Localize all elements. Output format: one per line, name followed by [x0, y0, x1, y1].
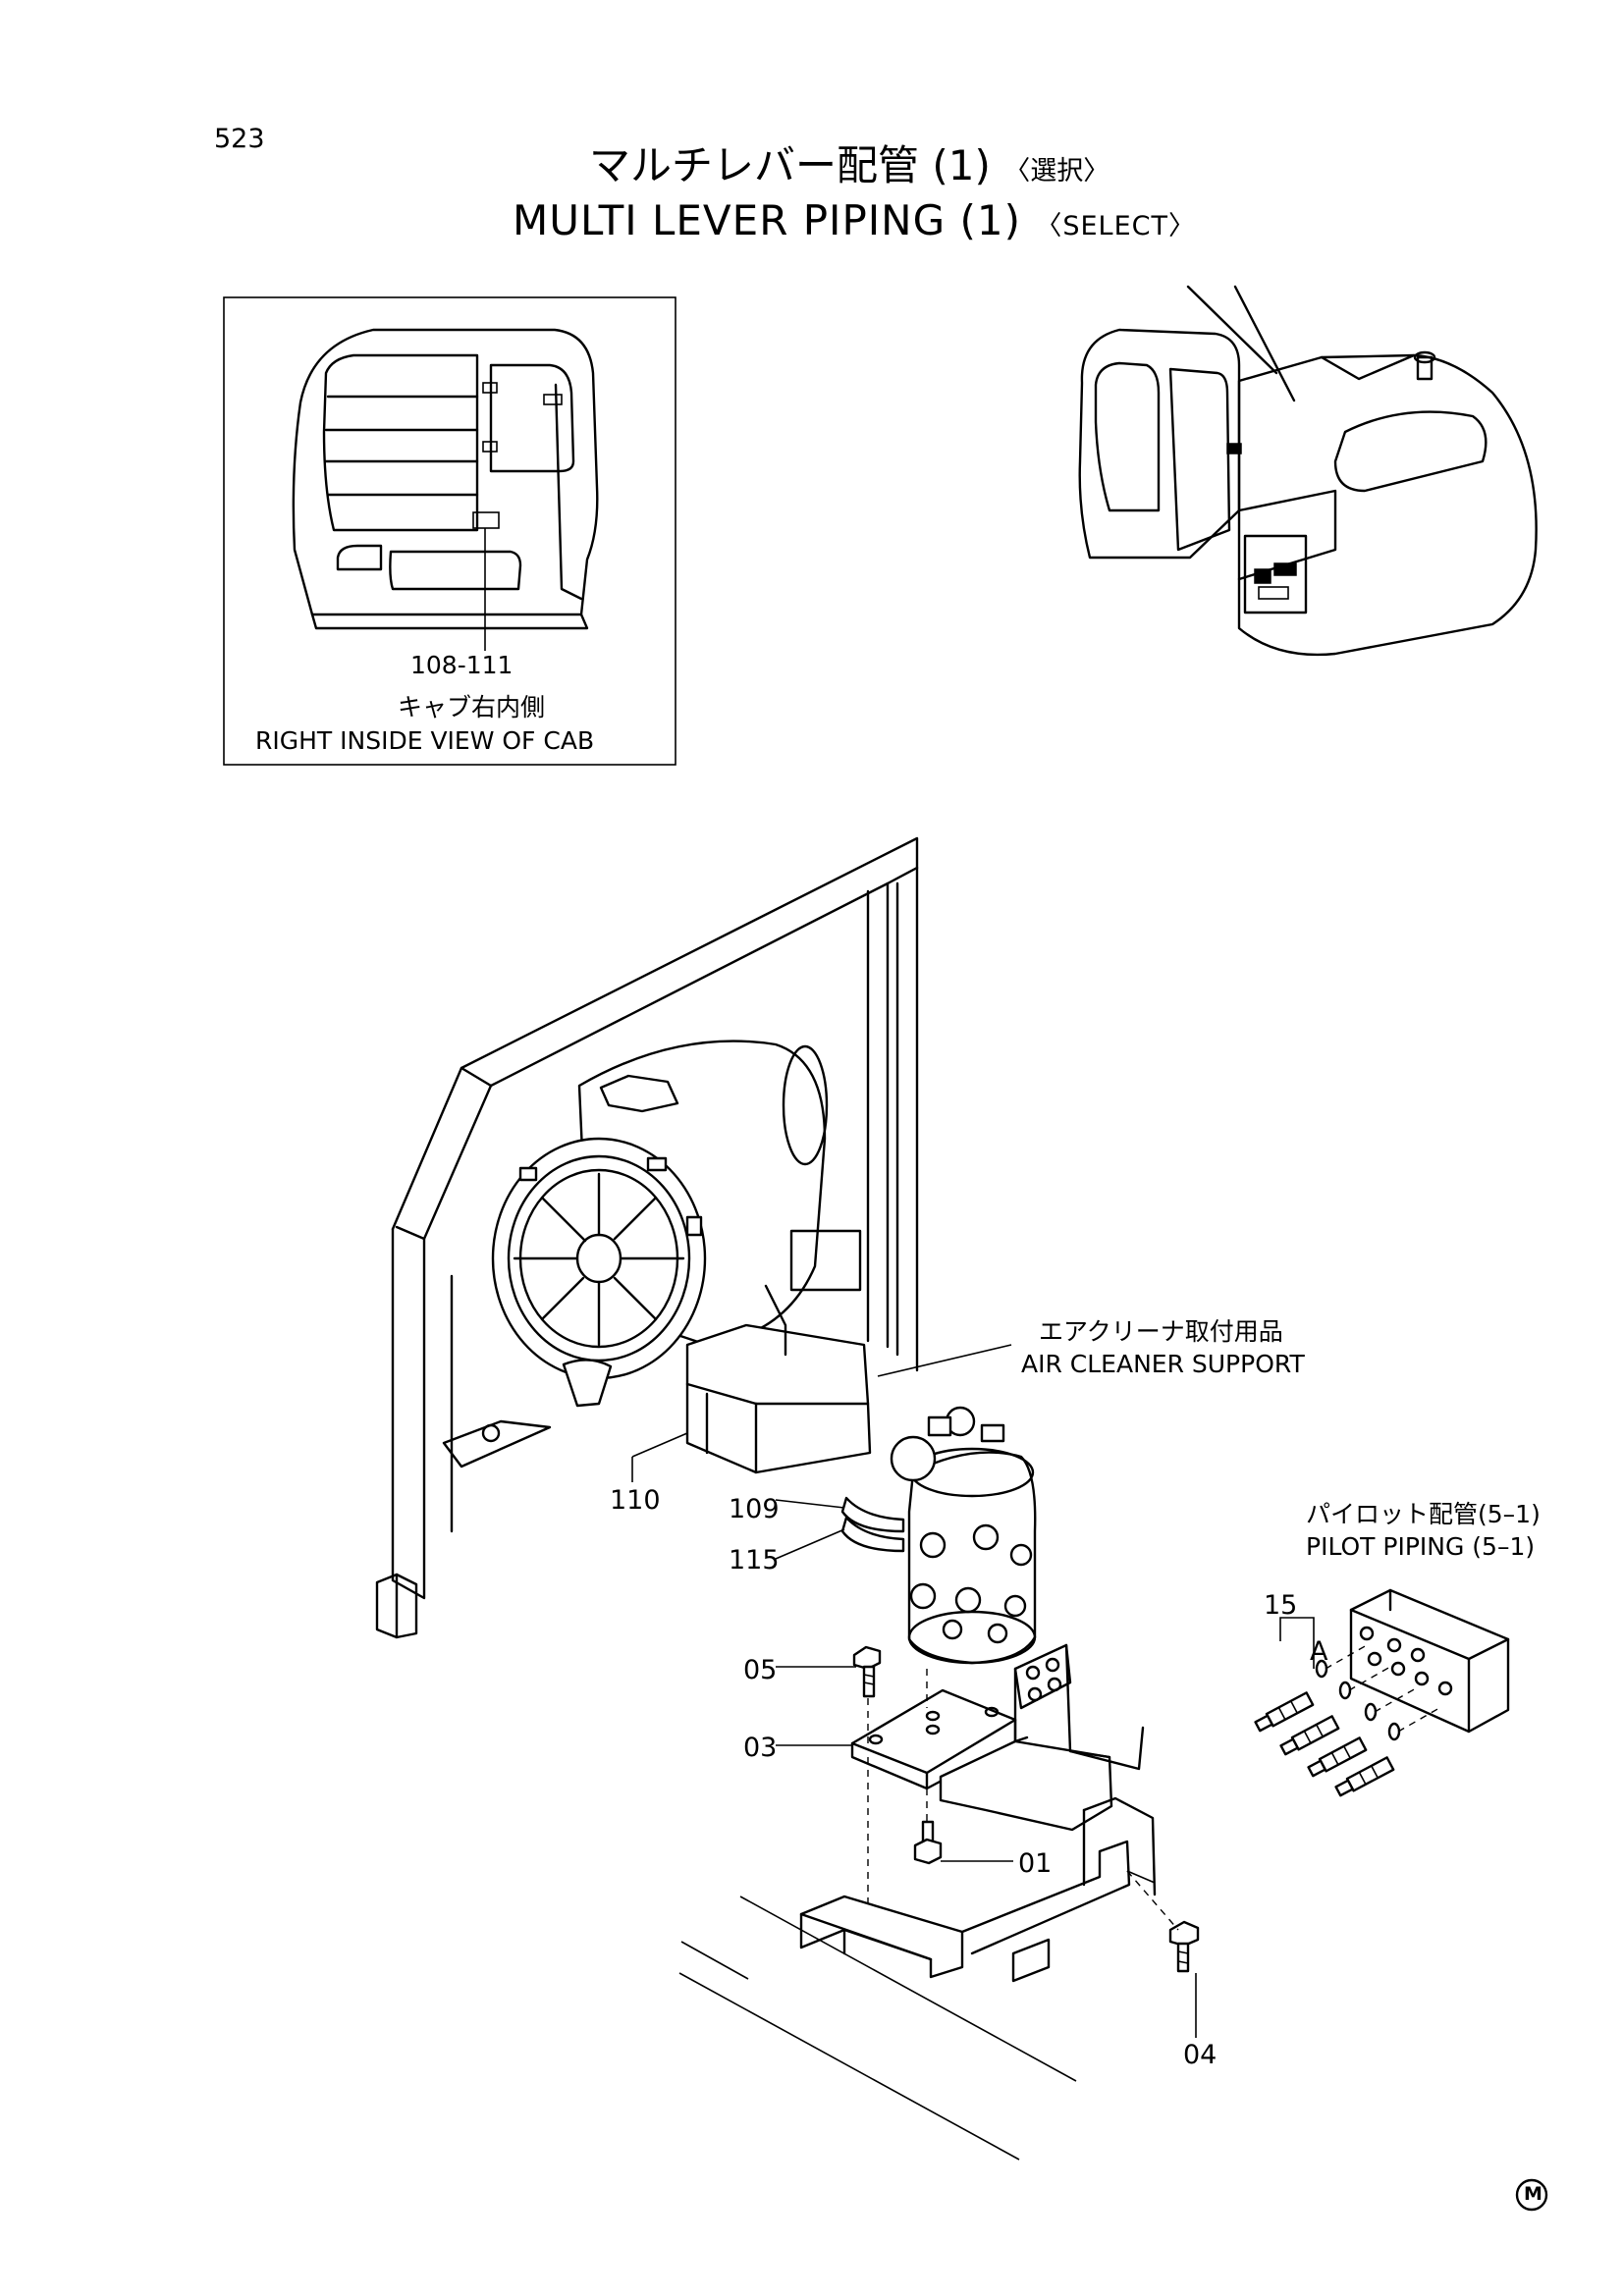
excavator-body: [1237, 353, 1538, 657]
lower-support-frame: [799, 1796, 1157, 1983]
excavator-overview: [1078, 285, 1538, 657]
air-cleaner-callout-english: AIR CLEANER SUPPORT: [1021, 1350, 1305, 1378]
page-title-japanese: マルチレバー配管 (1) 〈選択〉: [589, 145, 1109, 187]
part-label-01: 01: [1018, 1848, 1053, 1879]
title-en-main: MULTI LEVER PIPING (1): [513, 196, 1021, 244]
multi-lever-label-marker: [472, 511, 500, 529]
excavator-cab: [1078, 328, 1241, 560]
pilot-piping-callout-japanese: パイロット配管(5–1): [1306, 1500, 1541, 1528]
cab-inset-view: [223, 296, 676, 766]
cab-outline: [292, 328, 599, 616]
view-label-a: A: [1310, 1636, 1328, 1667]
title-en-select: 〈SELECT〉: [1035, 211, 1196, 241]
part-label-108-111: 108-111: [410, 651, 514, 679]
lever-ball: [890, 1435, 937, 1482]
leader-lines: [631, 1344, 1315, 2038]
inset-caption-japanese: キャブ右内側: [398, 693, 546, 721]
part-label-115: 115: [729, 1545, 780, 1575]
bracket-03: [850, 1643, 1145, 1832]
air-cleaner-callout-japanese: エアクリーナ取付用品: [1039, 1317, 1283, 1346]
bolt-05: [852, 1645, 882, 1698]
page-number: 523: [214, 124, 265, 154]
cab-door-window: [489, 363, 575, 473]
manufacturer-mark: M: [1524, 2183, 1542, 2205]
part-label-05: 05: [743, 1655, 778, 1685]
part-label-109: 109: [729, 1494, 780, 1524]
air-cleaner: [442, 1040, 872, 1474]
main-frame: [375, 836, 919, 1639]
part-label-03: 03: [743, 1733, 778, 1763]
part-label-04: 04: [1183, 2040, 1217, 2070]
bolt-01: [913, 1820, 943, 1865]
mark-circle: [1515, 2178, 1548, 2212]
pilot-fittings: [1254, 1644, 1440, 1797]
inset-caption-english: RIGHT INSIDE VIEW OF CAB: [255, 726, 595, 755]
inset-frame: [223, 296, 676, 766]
page-title-english: MULTI LEVER PIPING (1) 〈SELECT〉: [513, 200, 1196, 241]
title-ja-select: 〈選択〉: [1003, 156, 1110, 187]
title-ja-main: マルチレバー配管 (1): [589, 141, 991, 189]
pilot-piping-callout-english: PILOT PIPING (5–1): [1306, 1532, 1536, 1561]
ground-lines: [678, 1896, 1077, 2161]
cab-louver-window: [322, 353, 479, 532]
multi-lever-valve: [890, 1406, 1037, 1665]
bolt-04: [1168, 1920, 1200, 1973]
part-label-110: 110: [610, 1485, 661, 1516]
band-clamps: [840, 1496, 905, 1553]
pilot-piping-block: [1349, 1588, 1510, 1734]
part-label-15: 15: [1264, 1590, 1298, 1621]
assembly-centerlines: [867, 1669, 1179, 1931]
